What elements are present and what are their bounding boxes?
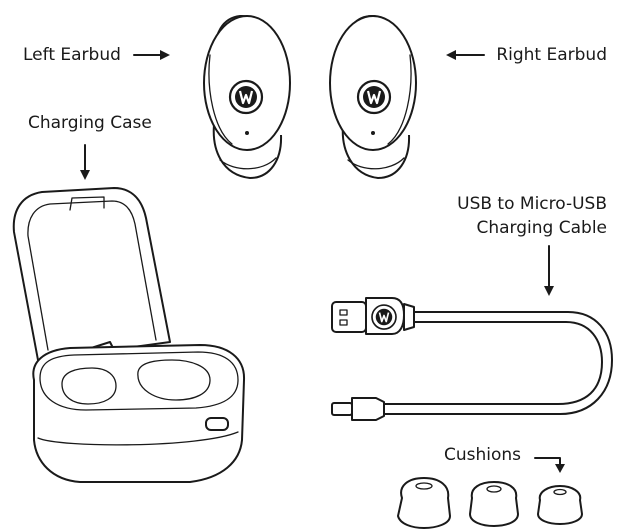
arrow-left-icon [446,50,485,60]
cable-label-line1: USB to Micro-USB [457,194,607,214]
cushions-label: Cushions [444,445,522,465]
arrow-down-icon [544,245,554,296]
cushion-large [397,477,451,529]
charging-case-illustration [12,187,246,483]
right-earbud-label: Right Earbud [496,45,607,65]
brand-logo-icon [371,304,397,330]
arrow-down-icon [534,457,565,473]
usb-cable-illustration [331,297,613,421]
cushion-medium [469,481,519,527]
cushions-illustration [397,477,583,529]
charging-case-label: Charging Case [28,113,152,133]
brand-logo-icon [228,79,264,115]
arrow-right-icon [133,50,170,60]
left-earbud-illustration [203,14,291,179]
right-earbud-illustration [329,14,417,179]
left-earbud-label: Left Earbud [23,45,121,65]
cushion-small [537,485,583,525]
brand-logo-icon [356,79,392,115]
cable-label-line2: Charging Cable [476,218,608,238]
arrow-down-icon [80,144,90,180]
